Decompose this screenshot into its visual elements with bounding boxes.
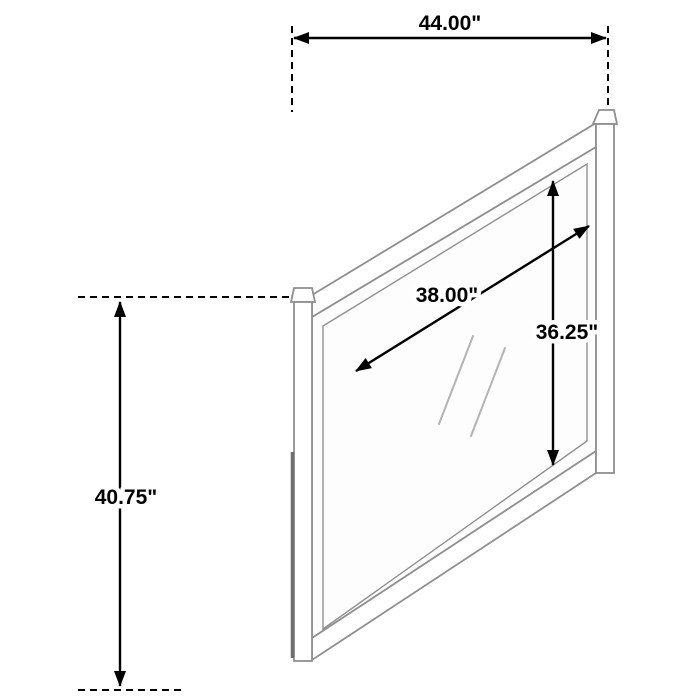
overall-width-label: 44.00" <box>419 12 482 35</box>
right-post-cap <box>591 109 619 125</box>
left-post-cap <box>289 287 317 303</box>
right-post <box>595 123 615 474</box>
overall-height-label: 40.75" <box>95 486 158 509</box>
mirror-bevel-line <box>322 162 588 631</box>
dim-overall-width: 44.00" <box>291 8 609 112</box>
dim-mirror-height: 36.25" <box>531 180 603 466</box>
left-post <box>293 301 313 662</box>
mirror-height-label: 36.25" <box>536 321 599 344</box>
dim-overall-height: 40.75" <box>78 296 290 691</box>
mirror-width-label: 38.00" <box>416 284 479 307</box>
mirror-drawing <box>289 109 619 662</box>
